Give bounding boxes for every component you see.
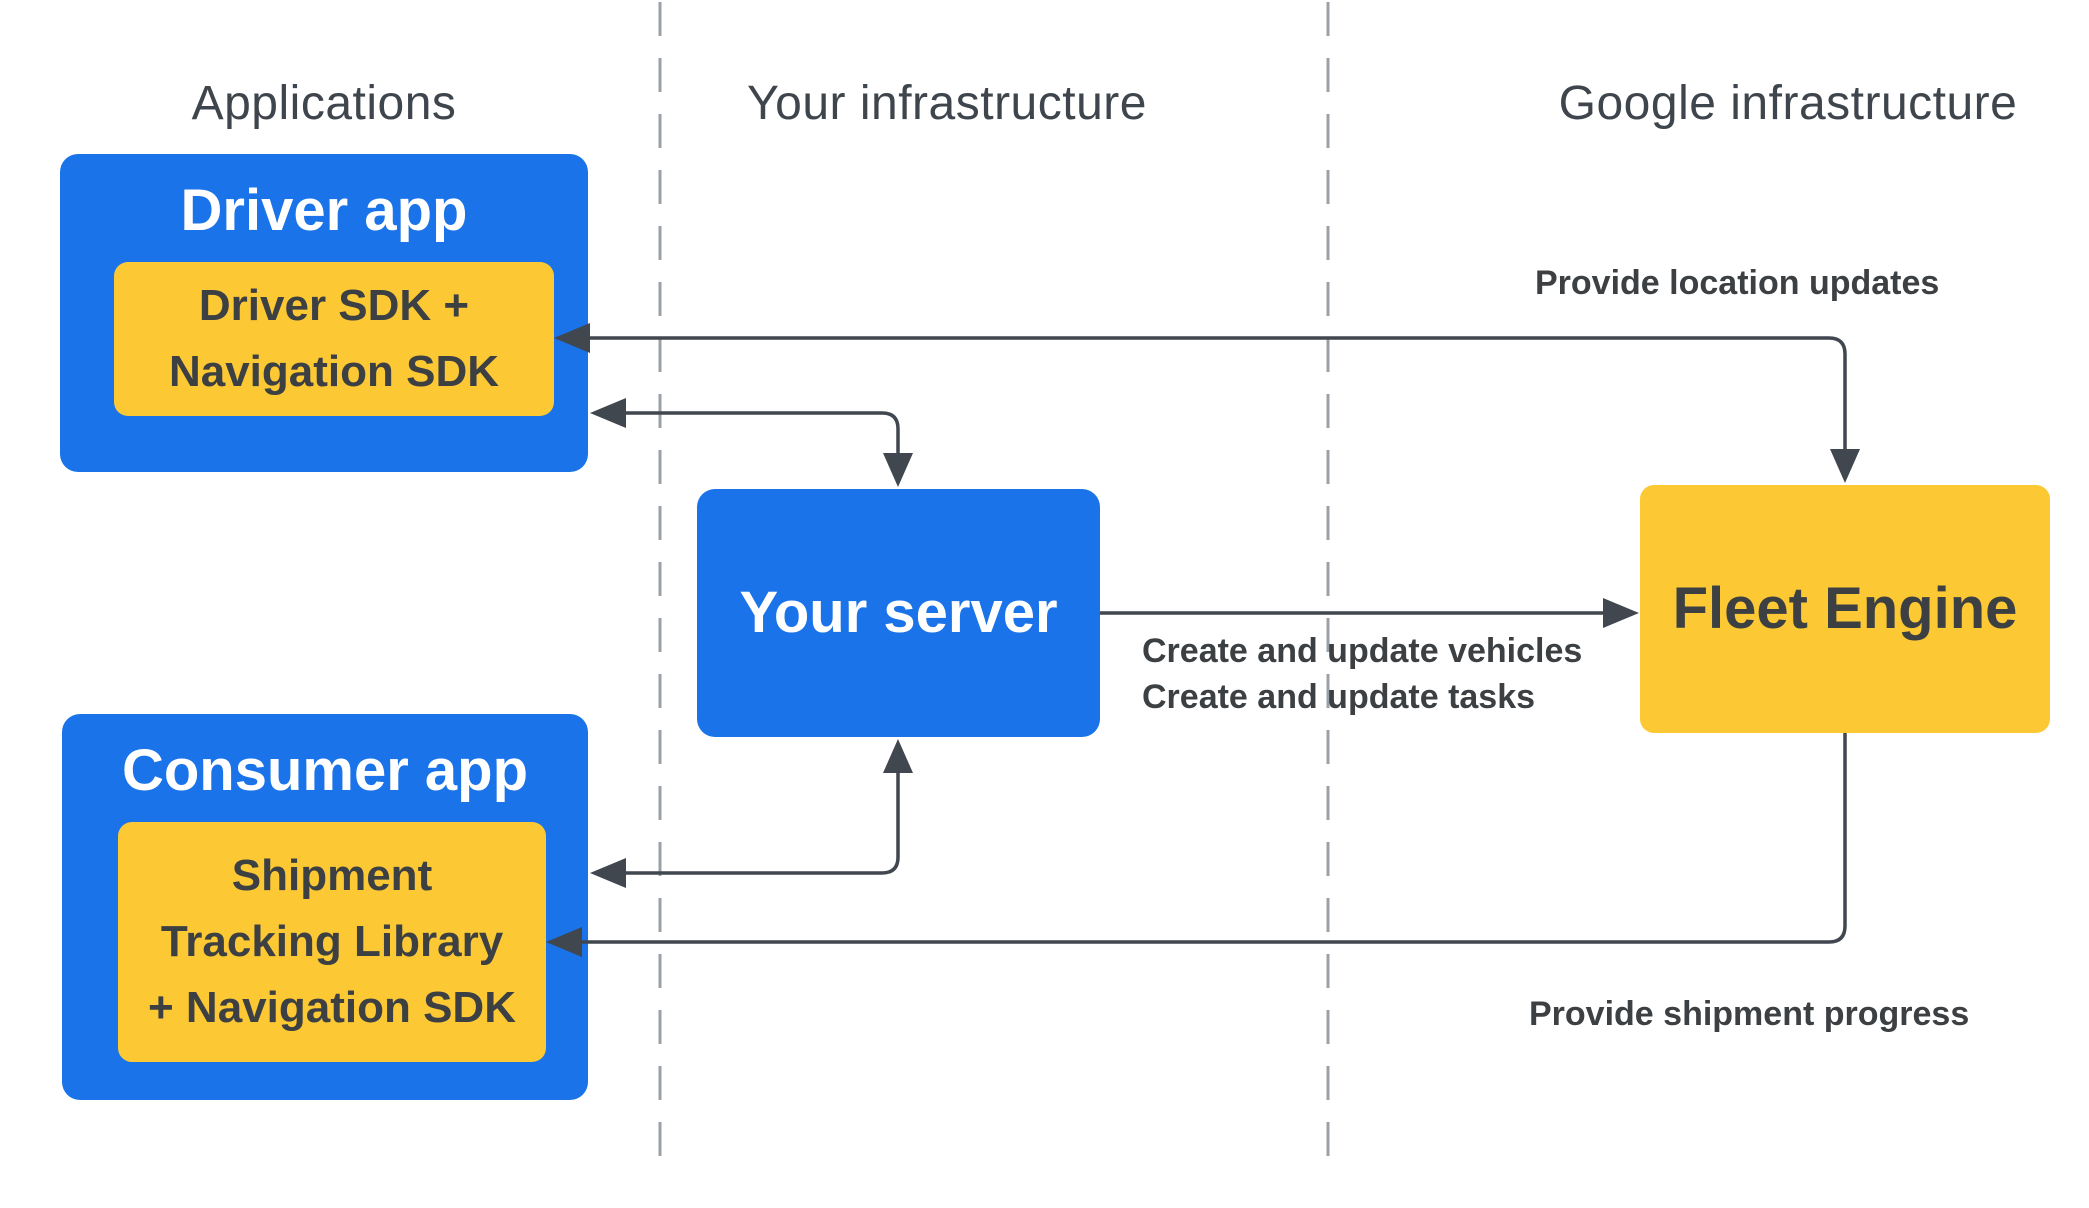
- edge-label-create-update: Create and update vehicles Create and up…: [1142, 628, 1582, 720]
- edge-label-provide-shipment-progress: Provide shipment progress: [1529, 995, 1970, 1033]
- arrowhead-down-into-fleet-engine: [1830, 449, 1860, 483]
- edge-label-create-update-tasks: Create and update tasks: [1142, 678, 1536, 716]
- connector-your-server-consumer-app: [590, 739, 913, 888]
- column-header-applications: Applications: [191, 77, 457, 130]
- node-driver-sdk: Driver SDK + Navigation SDK: [114, 262, 554, 416]
- shipment-tracking-library-label: Shipment Tracking Library + Navigation S…: [148, 851, 516, 1032]
- arrowhead-left-into-driver-sdk: [554, 323, 590, 353]
- column-header-google-infrastructure: Google infrastructure: [1558, 77, 2018, 130]
- driver-app-title: Driver app: [180, 178, 468, 243]
- connector-your-server-fleet-engine: [1100, 598, 1639, 628]
- arrowhead-left-into-driver-app: [590, 398, 626, 428]
- edge-label-provide-location-updates: Provide location updates: [1535, 264, 1940, 302]
- arrowhead-right-into-fleet-engine: [1603, 598, 1639, 628]
- connector-driver-app-your-server: [590, 398, 913, 487]
- arrowhead-down-into-your-server: [883, 453, 913, 487]
- arrowhead-up-into-your-server: [883, 739, 913, 773]
- connector-location-updates-driver-sdk-fleet-engine: [554, 323, 1860, 483]
- node-your-server: Your server: [697, 489, 1100, 737]
- node-shipment-tracking-library: Shipment Tracking Library + Navigation S…: [118, 822, 546, 1062]
- connector-fleet-engine-shipment-tracking: [546, 733, 1847, 957]
- column-header-your-infrastructure: Your infrastructure: [747, 77, 1147, 130]
- arrowhead-left-into-consumer-app: [590, 858, 626, 888]
- your-server-title: Your server: [739, 580, 1058, 645]
- fleet-engine-title: Fleet Engine: [1672, 576, 2018, 641]
- edge-label-create-update-vehicles: Create and update vehicles: [1142, 632, 1583, 670]
- arrowhead-left-into-shipment-tracking-library: [546, 927, 582, 957]
- node-fleet-engine: Fleet Engine: [1640, 485, 2050, 733]
- driver-sdk-label: Driver SDK + Navigation SDK: [168, 281, 500, 396]
- consumer-app-title: Consumer app: [121, 738, 529, 803]
